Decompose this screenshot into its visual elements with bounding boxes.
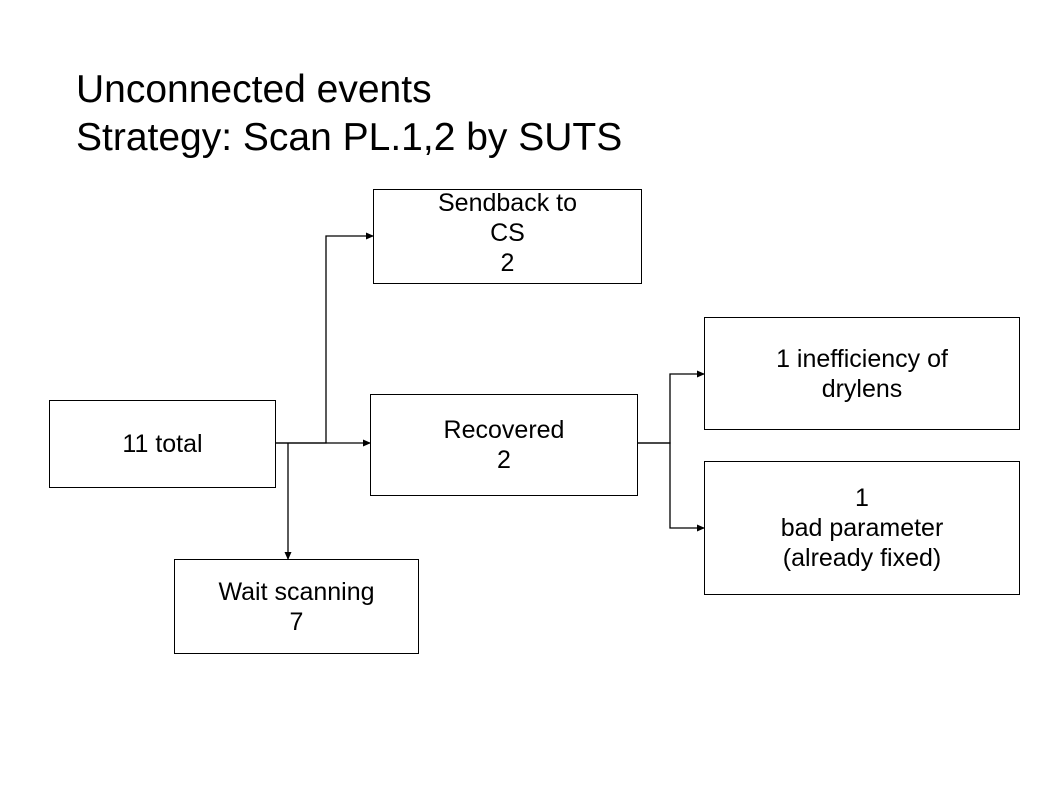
node-sendback: Sendback to CS 2: [373, 189, 642, 284]
arrow-recovered-to-bad-parameter: [638, 442, 705, 532]
node-inefficiency: 1 inefficiency of drylens: [704, 317, 1020, 430]
node-sendback-count: 2: [500, 249, 515, 277]
node-sendback-label-2: CS: [490, 219, 525, 247]
node-bad-parameter-note: (already fixed): [782, 544, 942, 572]
node-inefficiency-label: 1 inefficiency of: [776, 344, 948, 373]
arrow-recovered-to-inefficiency: [638, 370, 705, 444]
node-bad-parameter-count: 1: [855, 484, 869, 512]
node-recovered: Recovered 2: [370, 394, 638, 496]
arrow-total-to-sendback: [276, 232, 374, 444]
node-bad-parameter-label: bad parameter: [780, 514, 944, 542]
title-line-2: Strategy: Scan PL.1,2 by SUTS: [76, 116, 623, 159]
node-sendback-label: Sendback to: [438, 189, 577, 217]
node-inefficiency-label-2: drylens: [821, 374, 903, 403]
node-wait-label: Wait scanning: [218, 577, 375, 606]
node-wait-scanning: Wait scanning 7: [174, 559, 419, 654]
node-total-label: 11 total: [122, 430, 203, 458]
slide-title: Unconnected events Strategy: Scan PL.1,2…: [76, 66, 622, 162]
node-recovered-count: 2: [497, 446, 511, 474]
node-wait-count: 7: [289, 607, 304, 636]
title-line-1: Unconnected events: [76, 68, 432, 111]
node-recovered-label: Recovered: [443, 416, 565, 444]
node-total: 11 total: [49, 400, 276, 488]
node-bad-parameter: 1 bad parameter (already fixed): [704, 461, 1020, 595]
